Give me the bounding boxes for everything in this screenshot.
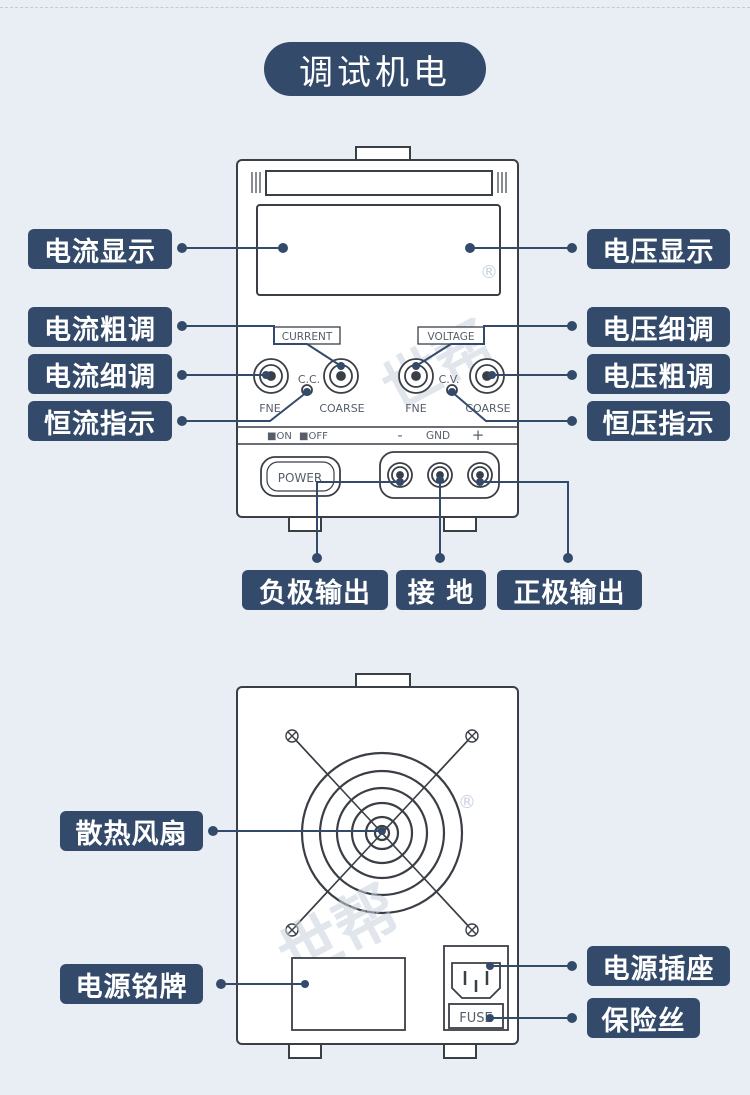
label-cc-indicator: 恒流指示 xyxy=(28,401,172,441)
positive-terminal[interactable] xyxy=(467,462,493,488)
label-voltage-display: 电压显示 xyxy=(587,229,730,269)
label-nameplate: 电源铭牌 xyxy=(60,964,203,1004)
current-fine-knob[interactable] xyxy=(253,358,289,394)
fne-left-text: FNE xyxy=(259,402,281,415)
coarse-left-text: COARSE xyxy=(319,402,364,415)
fne-right-text: FNE xyxy=(405,402,427,415)
nameplate xyxy=(291,957,406,1031)
minus-text: - xyxy=(397,428,402,444)
label-voltage-coarse: 电压粗调 xyxy=(587,354,730,394)
back-foot-right xyxy=(443,1043,477,1059)
on-text: ■ON xyxy=(267,431,292,442)
top-dashed-divider xyxy=(0,7,750,8)
off-text: ■OFF xyxy=(299,431,328,442)
back-top-handle xyxy=(355,673,411,689)
plus-text: + xyxy=(472,426,485,444)
label-current-display: 电流显示 xyxy=(28,229,172,269)
label-voltage-fine: 电压细调 xyxy=(587,307,730,347)
page-title: 调试机电 xyxy=(264,42,486,96)
label-fuse: 保险丝 xyxy=(587,998,700,1038)
power-text: POWER xyxy=(278,471,322,485)
label-power-socket: 电源插座 xyxy=(587,946,730,986)
cc-text: C.C. xyxy=(298,373,320,386)
gnd-text: GND xyxy=(426,430,450,442)
callout-dots xyxy=(177,243,577,1023)
label-fan: 散热风扇 xyxy=(60,811,203,851)
label-positive-output: 正极输出 xyxy=(497,570,642,610)
label-current-fine: 电流细调 xyxy=(28,354,172,394)
front-top-handle xyxy=(355,146,411,162)
label-negative-output: 负极输出 xyxy=(242,570,388,610)
current-box-label: CURRENT xyxy=(282,331,333,343)
current-coarse-knob[interactable] xyxy=(323,358,359,394)
voltage-coarse-knob[interactable] xyxy=(469,358,505,394)
cooling-fan xyxy=(285,729,479,937)
back-foot-left xyxy=(288,1043,322,1059)
front-device xyxy=(236,146,519,532)
front-vent-bar xyxy=(265,170,493,196)
label-cv-indicator: 恒压指示 xyxy=(587,401,730,441)
label-ground: 接 地 xyxy=(396,570,486,610)
front-foot-left xyxy=(288,516,322,532)
fuse-holder[interactable] xyxy=(448,1003,504,1029)
coarse-right-text: COARSE xyxy=(465,402,510,415)
front-foot-right xyxy=(443,516,477,532)
registered-mark-back: ® xyxy=(458,792,476,813)
registered-mark: ® xyxy=(480,262,498,283)
voltage-box-label: VOLTAGE xyxy=(427,331,474,343)
cv-text: C.V. xyxy=(439,373,460,386)
fuse-text: FUSE xyxy=(459,1011,492,1026)
callout-lines xyxy=(182,247,572,1019)
voltage-fine-knob[interactable] xyxy=(398,358,434,394)
label-current-coarse: 电流粗调 xyxy=(28,307,172,347)
display-window xyxy=(256,204,501,296)
